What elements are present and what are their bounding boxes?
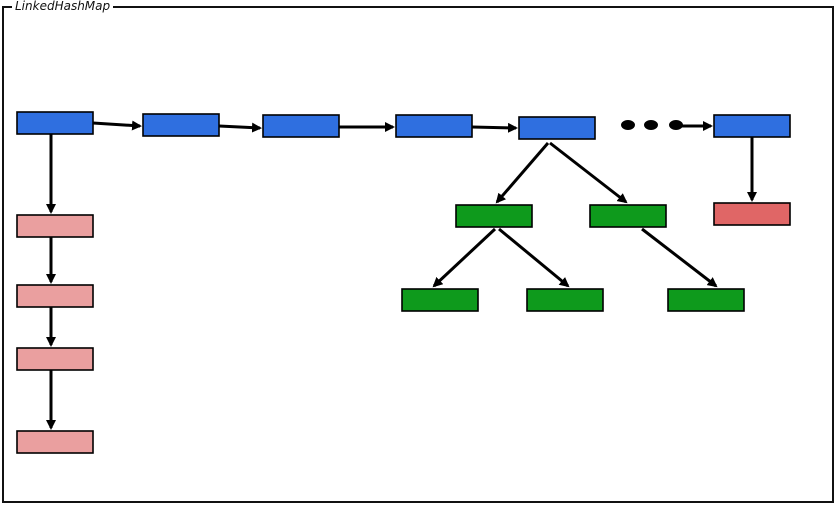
- tree-node-5: [667, 288, 745, 312]
- bucket-node-1: [16, 111, 94, 135]
- list-node-1: [16, 214, 94, 238]
- edges-layer: [46, 120, 757, 430]
- list-node-4: [16, 430, 94, 454]
- list-node-3: [16, 347, 94, 371]
- tree-node-3: [401, 288, 479, 312]
- bucket-node-2: [142, 113, 220, 137]
- bucket-node-4: [395, 114, 473, 138]
- frame-title: LinkedHashMap: [12, 0, 114, 13]
- tree-node-2: [589, 204, 667, 228]
- frame-border: [2, 6, 834, 503]
- ellipsis-dot: [644, 120, 658, 130]
- tree-arrow-2: [549, 141, 628, 204]
- single-node: [713, 202, 791, 226]
- bucket-arrow-1: [92, 120, 142, 131]
- tree-arrow-5: [641, 227, 718, 288]
- bucket-node-5: [518, 116, 596, 140]
- nodes-layer: [16, 111, 791, 454]
- tree-node-4: [526, 288, 604, 312]
- tree-arrow-1: [495, 142, 550, 204]
- ellipsis: [621, 120, 683, 130]
- list-node-2: [16, 284, 94, 308]
- bucket-arrow-4: [471, 122, 518, 133]
- tree-node-1: [455, 204, 533, 228]
- bucket-node-3: [262, 114, 340, 138]
- bucket-node-6: [713, 114, 791, 138]
- ellipsis-dot: [669, 120, 683, 130]
- tree-arrow-3: [432, 227, 497, 288]
- ellipsis-dot: [621, 120, 635, 130]
- tree-arrow-4: [498, 227, 570, 288]
- bucket-arrow-2: [218, 122, 262, 133]
